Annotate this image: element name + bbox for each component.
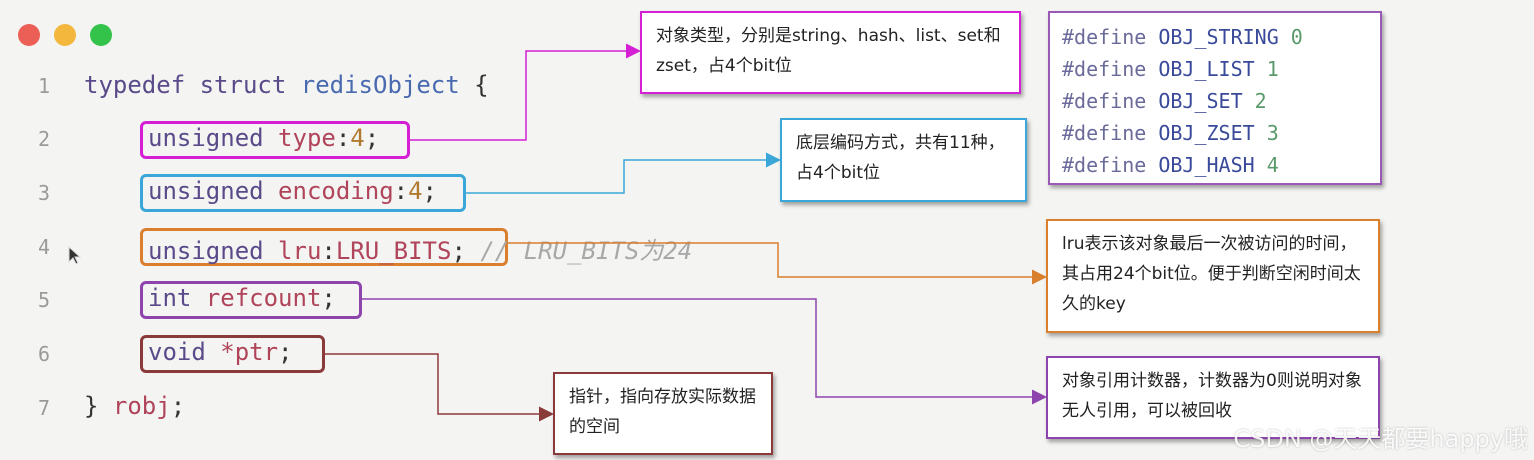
refcount-connector (362, 298, 1047, 405)
field-refcount: refcount (205, 284, 322, 312)
define-keyword: #define (1062, 89, 1159, 113)
lru-highlight-box (140, 228, 508, 266)
define-value: 2 (1242, 89, 1267, 113)
code-line-4: unsigned lru:LRU_BITS; // LRU_BITS为24 (148, 231, 692, 266)
define-row: #define OBJ_STRING 0 (1062, 21, 1368, 53)
field-type: type (278, 124, 336, 152)
open-brace: { (459, 71, 489, 99)
semicolon: ; (170, 392, 186, 420)
code-line-3: unsigned encoding:4; (148, 177, 437, 205)
encoding-highlight-box (140, 174, 466, 212)
semicolon: ; (422, 177, 437, 205)
encoding-note-text: 底层编码方式，共有11种，占4个bit位 (796, 133, 1005, 183)
line-number-1: 1 (38, 74, 51, 98)
object-type-defines-box: #define OBJ_STRING 0 #define OBJ_LIST 1 … (1048, 11, 1382, 185)
define-value: 1 (1254, 57, 1279, 81)
field-encoding: encoding (278, 177, 394, 205)
semicolon: ; (364, 124, 380, 152)
bit-width: 4 (408, 177, 423, 205)
keyword: int (148, 284, 206, 312)
line-number-4: 4 (38, 235, 51, 259)
define-value: 4 (1254, 153, 1279, 177)
define-row: #define OBJ_ZSET 3 (1062, 117, 1368, 149)
close-brace: } (84, 392, 113, 420)
line-number-2: 2 (38, 127, 51, 151)
define-keyword: #define (1062, 153, 1159, 177)
define-keyword: #define (1062, 25, 1159, 49)
colon: : (321, 237, 336, 265)
semicolon: ; (278, 338, 293, 366)
define-name: OBJ_HASH (1158, 153, 1255, 177)
semicolon: ; (321, 284, 336, 312)
code-line-2: unsigned type:4; (148, 124, 379, 152)
define-row: #define OBJ_SET 2 (1062, 85, 1368, 117)
keyword: unsigned (148, 237, 279, 265)
line-number-5: 5 (38, 288, 51, 312)
semicolon: ; (451, 237, 466, 265)
define-value: 0 (1278, 25, 1303, 49)
type-note: 对象类型，分别是string、hash、list、set和zset，占4个bit… (640, 11, 1021, 94)
code-comment: // LRU_BITS为24 (465, 237, 693, 265)
keyword: typedef struct (84, 71, 301, 99)
line-number-7: 7 (38, 396, 51, 420)
struct-name: redisObject (300, 71, 460, 99)
refcount-highlight-box (140, 281, 362, 319)
typedef-alias: robj (112, 392, 171, 420)
ptr-note-text: 指针，指向存放实际数据的空间 (569, 387, 756, 437)
encoding-note: 底层编码方式，共有11种，占4个bit位 (780, 118, 1027, 202)
define-row: #define OBJ_LIST 1 (1062, 53, 1368, 85)
code-line-7: } robj; (84, 392, 185, 420)
bit-width-macro: LRU_BITS (335, 237, 452, 265)
ptr-note: 指针，指向存放实际数据的空间 (553, 372, 773, 455)
lru-connector (508, 242, 1047, 285)
ptr-highlight-box (140, 335, 325, 373)
define-row: #define OBJ_HASH 4 (1062, 149, 1368, 181)
define-keyword: #define (1062, 57, 1159, 81)
refcount-note-text: 对象引用计数器，计数器为0则说明对象无人引用，可以被回收 (1062, 371, 1362, 421)
minimize-window-dot[interactable] (54, 24, 76, 46)
line-number-6: 6 (38, 342, 51, 366)
code-line-1: typedef struct redisObject { (84, 71, 489, 99)
define-name: OBJ_STRING (1158, 25, 1279, 49)
lru-note-text: lru表示该对象最后一次被访问的时间，其占用24个bit位。便于判断空闲时间太久… (1062, 234, 1361, 314)
mouse-cursor-icon (68, 246, 82, 265)
close-window-dot[interactable] (18, 24, 40, 46)
field-lru: lru (278, 237, 322, 265)
colon: : (335, 124, 351, 152)
code-line-5: int refcount; (148, 284, 336, 312)
define-keyword: #define (1062, 121, 1159, 145)
lru-note: lru表示该对象最后一次被访问的时间，其占用24个bit位。便于判断空闲时间太久… (1046, 219, 1380, 333)
watermark: CSDN @天天都要happy哦 (1233, 425, 1528, 453)
keyword: unsigned (148, 124, 279, 152)
define-name: OBJ_ZSET (1158, 121, 1255, 145)
maximize-window-dot[interactable] (90, 24, 112, 46)
line-number-3: 3 (38, 181, 51, 205)
ptr-connector (325, 353, 554, 422)
type-note-text: 对象类型，分别是string、hash、list、set和zset，占4个bit… (656, 26, 1001, 76)
keyword: void (148, 338, 221, 366)
define-name: OBJ_LIST (1158, 57, 1255, 81)
keyword: unsigned (148, 177, 279, 205)
bit-width: 4 (350, 124, 365, 152)
colon: : (393, 177, 409, 205)
define-name: OBJ_SET (1158, 89, 1243, 113)
refcount-note: 对象引用计数器，计数器为0则说明对象无人引用，可以被回收 (1046, 356, 1380, 439)
code-line-6: void *ptr; (148, 338, 293, 366)
type-highlight-box (140, 121, 410, 159)
encoding-connector (466, 152, 781, 194)
define-value: 3 (1254, 121, 1279, 145)
field-ptr: *ptr (220, 338, 279, 366)
type-connector (410, 43, 641, 141)
